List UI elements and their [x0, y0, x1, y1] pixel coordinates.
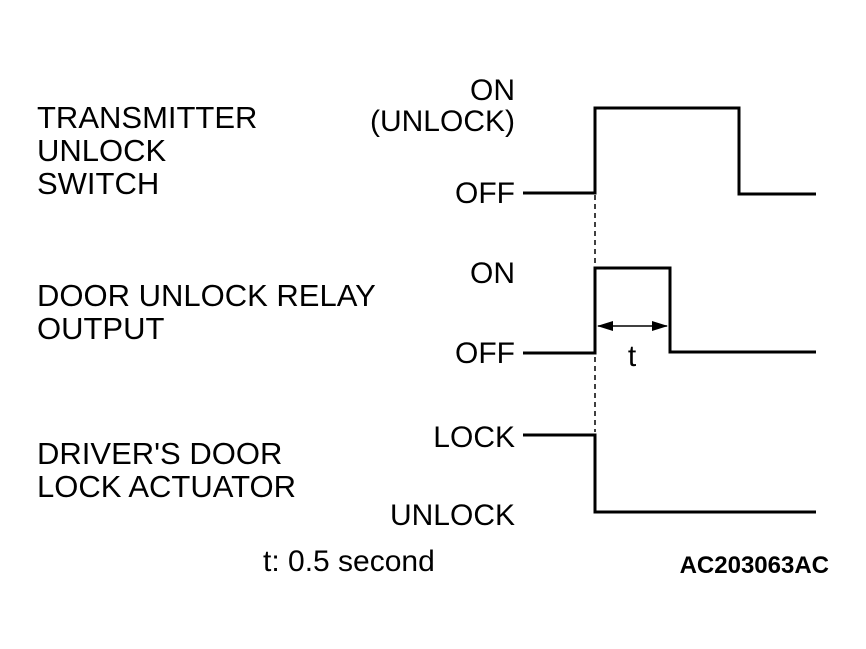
signal-2-name-line-2: OUTPUT — [37, 311, 165, 346]
timing-note: t: 0.5 second — [263, 545, 435, 578]
signal-2-name-line-1: DOOR UNLOCK RELAY — [37, 278, 376, 313]
pulse-width-arrow-right — [652, 321, 668, 331]
signal-3-low-label: UNLOCK — [390, 499, 515, 532]
signal-3-name-line-1: DRIVER'S DOOR — [37, 436, 282, 471]
signal-1-high-label-line-2: (UNLOCK) — [370, 105, 515, 138]
signal-2-low-label: OFF — [455, 337, 515, 370]
signal-2-waveform — [523, 266, 816, 355]
signal-3-name-line-2: LOCK ACTUATOR — [37, 469, 296, 504]
signal-2-high-label: ON — [470, 257, 515, 290]
signal-3-high-label: LOCK — [433, 421, 515, 454]
signal-1-name-line-2: UNLOCK — [37, 133, 167, 168]
pulse-width-label: t — [628, 340, 637, 373]
signal-1-name-line-3: SWITCH — [37, 166, 159, 201]
signal-1-high-label-line-1: ON — [470, 74, 515, 107]
figure-code: AC203063AC — [680, 552, 829, 579]
signal-1-low-label: OFF — [455, 177, 515, 210]
signal-3-waveform — [523, 433, 816, 514]
signal-1-waveform — [523, 106, 816, 196]
signal-1-name-line-1: TRANSMITTER — [37, 100, 257, 135]
pulse-width-arrow-left — [597, 321, 613, 331]
